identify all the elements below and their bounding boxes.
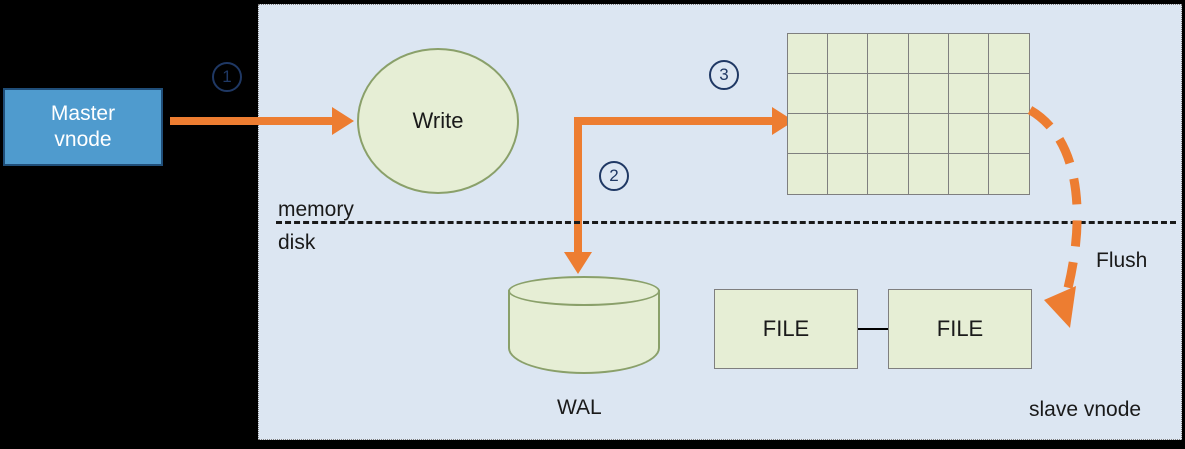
grid-cell [948, 74, 989, 114]
flush-arrow [1027, 106, 1082, 328]
grid-cell [948, 34, 989, 74]
file-box-1[interactable]: FILE [714, 289, 858, 369]
grid-cell [828, 114, 869, 154]
flush-arrow-head [1044, 286, 1076, 328]
grid-cell [788, 34, 829, 74]
slave-vnode-label: slave vnode [1029, 398, 1142, 421]
grid-cell [908, 74, 949, 114]
arrow-write-to-memtable-line [574, 117, 775, 125]
wal-label: WAL [557, 396, 602, 419]
grid-cell [828, 154, 869, 194]
file-box-2-label: FILE [936, 316, 984, 341]
grid-cell [868, 154, 909, 194]
file-box-1-label: FILE [762, 316, 810, 341]
step-3-badge: 3 [709, 60, 739, 90]
wal-cylinder[interactable] [508, 276, 660, 374]
arrow-master-to-write-line [170, 117, 335, 125]
master-vnode-label-line1: Master [50, 101, 116, 125]
grid-cell [988, 74, 1029, 114]
write-node[interactable]: Write [357, 48, 519, 194]
grid-cell [868, 74, 909, 114]
file-connector-line [858, 328, 888, 330]
grid-cell [949, 154, 989, 194]
grid-cell [828, 74, 869, 114]
grid-cell [988, 114, 1029, 154]
disk-label: disk [278, 231, 316, 254]
grid-cell [868, 34, 909, 74]
flush-arrow-path [1027, 106, 1082, 298]
grid-cell [908, 34, 949, 74]
file-box-2[interactable]: FILE [888, 289, 1032, 369]
memory-label: memory [278, 198, 354, 221]
arrow-write-to-wal-line [574, 117, 582, 256]
grid-cell [788, 154, 829, 194]
master-vnode-box[interactable]: Master vnode [3, 88, 163, 166]
grid-cell [788, 74, 829, 114]
step-2-badge: 2 [599, 161, 629, 191]
grid-cell [988, 34, 1029, 74]
memtable-grid [787, 33, 1030, 195]
grid-cell [788, 114, 829, 154]
master-vnode-label-line2: vnode [54, 128, 112, 151]
grid-cell [868, 114, 909, 154]
grid-cell [909, 154, 949, 194]
step-1-badge: 1 [212, 62, 242, 92]
grid-cell [828, 34, 869, 74]
arrow-write-to-wal-head [564, 252, 592, 274]
wal-cylinder-top [508, 276, 660, 306]
memory-disk-divider [276, 221, 1176, 224]
grid-cell [908, 114, 949, 154]
grid-cell [948, 114, 989, 154]
flush-label: Flush [1096, 249, 1148, 272]
arrow-master-to-write-head [332, 107, 354, 135]
write-node-label: Write [412, 108, 464, 133]
